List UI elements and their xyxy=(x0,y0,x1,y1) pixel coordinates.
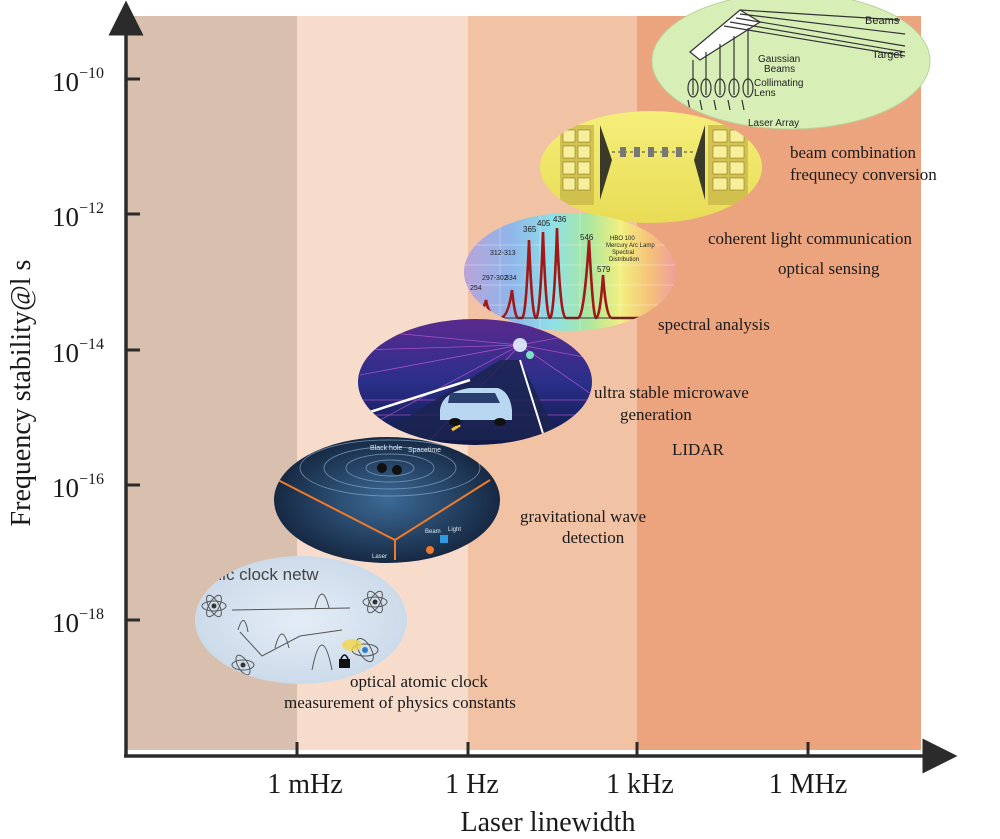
peak-label: 312-313 xyxy=(490,250,516,257)
x-tick-label-hz: 1 Hz xyxy=(445,769,499,800)
peak-label: 297-302 xyxy=(482,275,508,282)
lidar-car-illustration xyxy=(358,319,592,445)
label-beam-combination: beam combination xyxy=(790,143,917,162)
beam-label: Beam xyxy=(425,529,441,535)
peak-label: 334 xyxy=(505,275,517,282)
atomic-clock-illustration: mic clock netw xyxy=(195,556,407,684)
y-tick-label: 10−12 xyxy=(52,200,104,232)
spacetime-label: Spacetime xyxy=(408,447,441,454)
label-grav-line1: gravitational wave xyxy=(520,507,646,526)
label-clock-line2: measurement of physics constants xyxy=(284,693,516,712)
label-microwave-line1: ultra stable microwave xyxy=(594,383,749,402)
label-lidar: LIDAR xyxy=(672,440,725,459)
y-tick-label: 10−14 xyxy=(52,336,104,368)
spectrum-caption: Distribution xyxy=(609,257,639,263)
label-frequency-conversion: frequnecy conversion xyxy=(790,165,937,184)
x-tick-label-mhz-mega: 1 MHz xyxy=(769,769,848,800)
gaussian-beams-label: Beams xyxy=(764,64,795,75)
light-label: Light xyxy=(448,527,461,533)
peak-label: 365 xyxy=(523,225,537,234)
y-axis-title: Frequency stability@l s xyxy=(6,260,37,527)
application-labels: beam combination frequnecy conversion co… xyxy=(284,143,937,712)
y-tick-label: 10−18 xyxy=(52,606,104,638)
spectrum-caption: Mercury Arc Lamp xyxy=(606,243,655,249)
peak-label: 579 xyxy=(597,265,611,274)
label-grav-line2: detection xyxy=(562,528,625,547)
peak-label: 254 xyxy=(470,285,482,292)
x-axis-title: Laser linewidth xyxy=(461,807,636,838)
beam-combination-illustration: Beams Target Gaussian Beams Collimating … xyxy=(651,0,931,130)
label-microwave-line2: generation xyxy=(620,405,692,424)
black-hole-label: Black hole xyxy=(370,445,402,452)
x-tick-label-khz: 1 kHz xyxy=(606,769,674,800)
gaussian-label: Gaussian xyxy=(758,54,800,65)
spectrum-caption: Spectral xyxy=(612,250,634,256)
axes xyxy=(108,0,958,774)
clock-network-title: mic clock netw xyxy=(208,565,319,584)
gravitational-wave-illustration: Black hole Spacetime Beam Light Laser xyxy=(274,437,500,563)
laser-array-label: Laser Array xyxy=(748,118,799,129)
label-coherent-communication: coherent light communication xyxy=(708,229,912,248)
laser-label: Laser xyxy=(372,554,387,560)
target-label: Target xyxy=(872,49,903,61)
label-clock-line1: optical atomic clock xyxy=(350,672,488,691)
beams-label: Beams xyxy=(865,15,900,27)
peak-label: 436 xyxy=(553,215,567,224)
x-tick-label-mhz: 1 mHz xyxy=(267,769,342,800)
frequency-conversion-illustration xyxy=(540,111,762,223)
peak-label: 546 xyxy=(580,233,594,242)
peak-label: 405 xyxy=(537,219,551,228)
spectrum-caption: HBO 100 xyxy=(610,236,635,242)
y-tick-labels: 10−10 10−12 10−14 10−16 10−18 xyxy=(52,65,104,638)
label-optical-sensing: optical sensing xyxy=(778,259,880,278)
lens-label: Lens xyxy=(754,88,776,99)
y-tick-label: 10−10 xyxy=(52,65,104,97)
spectral-analysis-illustration: 365 405 436 546 579 312-313 297-302 334 … xyxy=(464,213,676,331)
y-tick-label: 10−16 xyxy=(52,471,104,503)
collimating-label: Collimating xyxy=(754,78,803,89)
label-spectral-analysis: spectral analysis xyxy=(658,315,770,334)
x-tick-labels: 1 mHz 1 Hz 1 kHz 1 MHz xyxy=(267,769,847,800)
